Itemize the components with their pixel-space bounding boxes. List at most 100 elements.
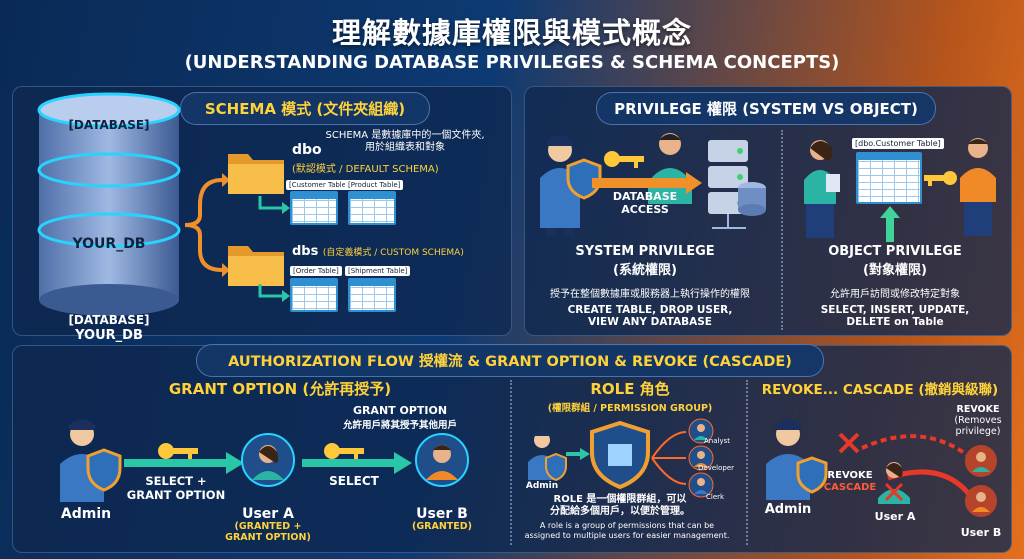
- grant-callout-line1: GRANT OPTION: [352, 404, 448, 417]
- dbs-name: dbs (自定義模式 / CUSTOM SCHEMA): [292, 244, 464, 259]
- user-icon: [241, 433, 295, 487]
- grant-key1-line2: GRANT OPTION: [126, 488, 226, 502]
- db-access-line2: ACCESS: [621, 203, 669, 216]
- arrow-icon: [258, 284, 290, 302]
- grant-key1-line1: SELECT +: [145, 474, 207, 488]
- object-examples: SELECT, INSERT, UPDATE, DELETE on Table: [790, 304, 1000, 328]
- role-desc-2: 分配給多個用戶，以便於管理。: [550, 506, 690, 517]
- user-icon: [415, 433, 469, 487]
- cross-icon: [838, 432, 860, 454]
- server-icon: [708, 140, 766, 229]
- grant-key1-label: SELECT + GRANT OPTION: [118, 474, 234, 502]
- folder-icon: [228, 246, 284, 286]
- database-icon: [37, 92, 181, 316]
- user-icon: [960, 138, 996, 236]
- object-title: OBJECT PRIVILEGE: [828, 244, 962, 259]
- role-en-1: A role is a group of permissions that ca…: [539, 521, 715, 530]
- role-admin-label: Admin: [525, 481, 559, 491]
- role-member-analyst: Analyst: [704, 437, 730, 445]
- table-icon: [290, 191, 338, 225]
- table-label-shipment: [Shipment Table]: [345, 266, 411, 276]
- object-privilege-title: OBJECT PRIVILEGE (對象權限): [810, 244, 980, 278]
- revoke-label-1: REVOKE: [827, 470, 873, 481]
- arrow-icon: [566, 448, 590, 460]
- db-name-bottom: YOUR_DB: [75, 328, 143, 343]
- schema-note-line2: 用於組織表和對象: [365, 142, 445, 153]
- schema-note-line1: SCHEMA 是數據庫中的一個文件夾,: [325, 130, 485, 141]
- table-icon: [348, 278, 396, 312]
- dbs-desc: (自定義模式 / CUSTOM SCHEMA): [322, 248, 464, 258]
- key-icon: [924, 171, 957, 186]
- revoke-note-2: privilege): [955, 426, 1001, 437]
- key-icon: [158, 443, 198, 460]
- grant-user-a: User A: [242, 506, 294, 522]
- arrow-icon: [124, 452, 244, 474]
- grant-user-a-note2: GRANT OPTION): [225, 532, 311, 543]
- divider: [510, 380, 512, 545]
- schema-note: SCHEMA 是數據庫中的一個文件夾, 用於組織表和對象: [310, 130, 500, 154]
- arrow-icon: [880, 206, 900, 242]
- db-name: YOUR_DB: [72, 236, 146, 252]
- role-en: A role is a group of permissions that ca…: [512, 521, 742, 541]
- schema-heading: SCHEMA 模式 (文件夾組織): [180, 92, 430, 125]
- grant-callout-line2: 允許用戶將其授予其他用戶: [342, 420, 457, 431]
- user-icon: [878, 462, 910, 504]
- system-cn: (系統權限): [613, 263, 677, 278]
- privilege-panel: [524, 86, 1012, 336]
- page-title: 理解數據庫權限與模式概念: [331, 16, 692, 50]
- grant-user-a-note1: (GRANTED +: [234, 521, 302, 532]
- user-icon: [766, 419, 828, 500]
- shield-icon: [590, 420, 650, 490]
- dbo-desc: (默認模式 / DEFAULT SCHEMA): [292, 164, 439, 175]
- role-subtitle: (權限群組 / PERMISSION GROUP): [547, 403, 713, 414]
- grant-admin-label: Admin: [60, 506, 112, 522]
- user-icon: [965, 445, 997, 477]
- db-access-line1: DATABASE: [612, 190, 678, 203]
- user-icon: [688, 472, 714, 498]
- role-en-2: assigned to multiple users for easier ma…: [524, 531, 730, 540]
- grant-title: GRANT OPTION (允許再授予): [168, 380, 392, 398]
- table-icon: [290, 278, 338, 312]
- grant-key2-label: SELECT: [329, 474, 379, 488]
- object-desc: 允許用戶訪問或修改特定對象: [830, 289, 960, 300]
- system-title: SYSTEM PRIVILEGE: [575, 244, 715, 259]
- shield-icon: [86, 448, 122, 492]
- user-icon: [688, 418, 714, 444]
- dbo-name: dbo: [292, 142, 322, 158]
- table-label-order: [Order Table]: [290, 266, 342, 276]
- arrow-icon: [184, 173, 230, 277]
- revoke-user-a: User A: [874, 510, 916, 523]
- grant-user-b: User B: [416, 506, 468, 522]
- dbs-name-text: dbs: [292, 244, 319, 259]
- user-icon: [965, 485, 997, 517]
- user-icon: [688, 445, 714, 471]
- revoke-label-2: CASCADE: [823, 482, 877, 493]
- grant-user-a-note: (GRANTED + GRANT OPTION): [220, 521, 316, 543]
- user-icon: [528, 431, 567, 482]
- auth-heading: AUTHORIZATION FLOW 授權流 & GRANT OPTION & …: [196, 344, 824, 377]
- user-icon: [804, 140, 840, 238]
- grant-user-b-note: (GRANTED): [412, 521, 472, 532]
- system-examples: CREATE TABLE, DROP USER, VIEW ANY DATABA…: [540, 304, 760, 328]
- role-title: ROLE 角色: [590, 380, 670, 398]
- object-examples-1: SELECT, INSERT, UPDATE,: [820, 304, 970, 316]
- revoke-note-1: (Removes: [954, 415, 1002, 426]
- system-examples-2: VIEW ANY DATABASE: [588, 316, 712, 328]
- divider: [781, 130, 783, 330]
- revoke-note: REVOKE (Removes privilege): [946, 404, 1010, 437]
- role-desc-1: ROLE 是一個權限群組，可以: [553, 494, 687, 505]
- table-icon: [856, 152, 922, 204]
- revoke-note-title: REVOKE: [956, 404, 1000, 415]
- system-desc: 授予在整個數據庫或服務器上執行操作的權限: [550, 289, 750, 300]
- db-label-top: [DATABASE]: [68, 118, 150, 132]
- page-subtitle: (UNDERSTANDING DATABASE PRIVILEGES & SCH…: [184, 52, 840, 73]
- key-icon: [604, 151, 644, 168]
- grant-callout: GRANT OPTION 允許用戶將其授予其他用戶: [300, 404, 500, 431]
- arrow-icon: [592, 172, 702, 194]
- arrow-icon: [258, 196, 290, 214]
- object-table-label: [dbo.Customer Table]: [852, 138, 944, 149]
- folder-icon: [228, 154, 284, 194]
- db-access-label: DATABASE ACCESS: [600, 190, 690, 216]
- privilege-heading: PRIVILEGE 權限 (SYSTEM VS OBJECT): [596, 92, 936, 125]
- key-icon: [324, 443, 364, 460]
